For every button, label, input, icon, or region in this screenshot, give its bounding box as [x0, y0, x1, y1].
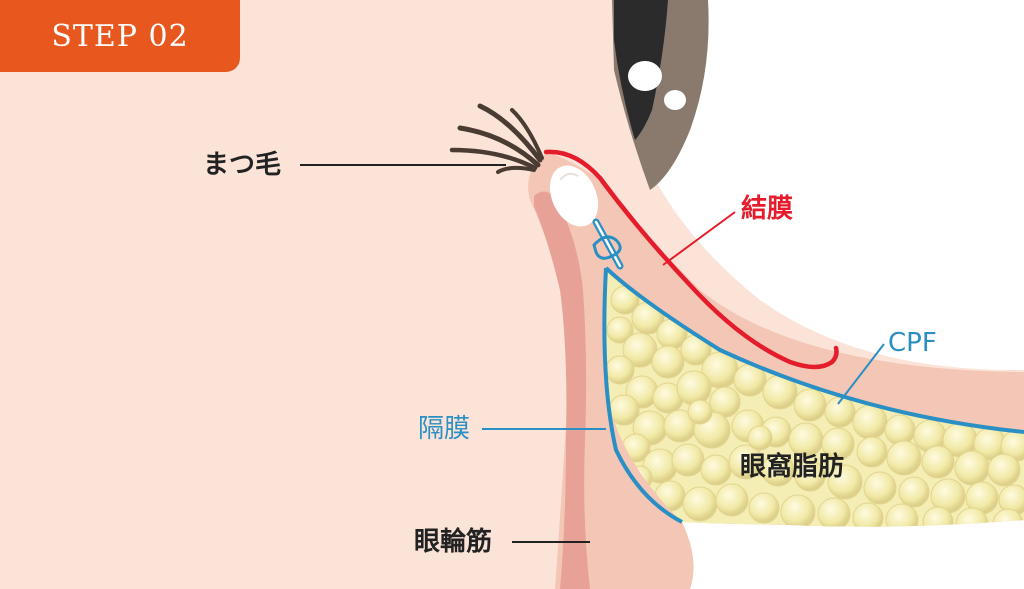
pupil-highlight-small [664, 90, 686, 110]
label-cpf: CPF [888, 328, 937, 358]
conjunctiva-line [543, 149, 839, 370]
orbital-fat [606, 268, 1024, 527]
label-conjunctiva: 結膜 [741, 194, 794, 224]
tarsal-plate [549, 165, 599, 227]
label-eyelash: まつ毛 [203, 150, 282, 180]
leader-lines [300, 164, 885, 543]
label-septum: 隔膜 [418, 414, 471, 444]
eyeball [612, 0, 1024, 371]
lower-bg [682, 520, 1024, 589]
cpf-line [604, 266, 1024, 434]
step-badge: STEP 02 [0, 0, 240, 72]
eyelashes [449, 103, 544, 174]
orbicularis-muscle [534, 191, 590, 589]
label-orbicularis: 眼輪筋 [414, 527, 493, 557]
suture-knot [592, 218, 624, 270]
septum-line [602, 267, 683, 524]
pupil-highlight [628, 61, 662, 91]
label-orbital-fat: 眼窩脂肪 [740, 452, 845, 482]
